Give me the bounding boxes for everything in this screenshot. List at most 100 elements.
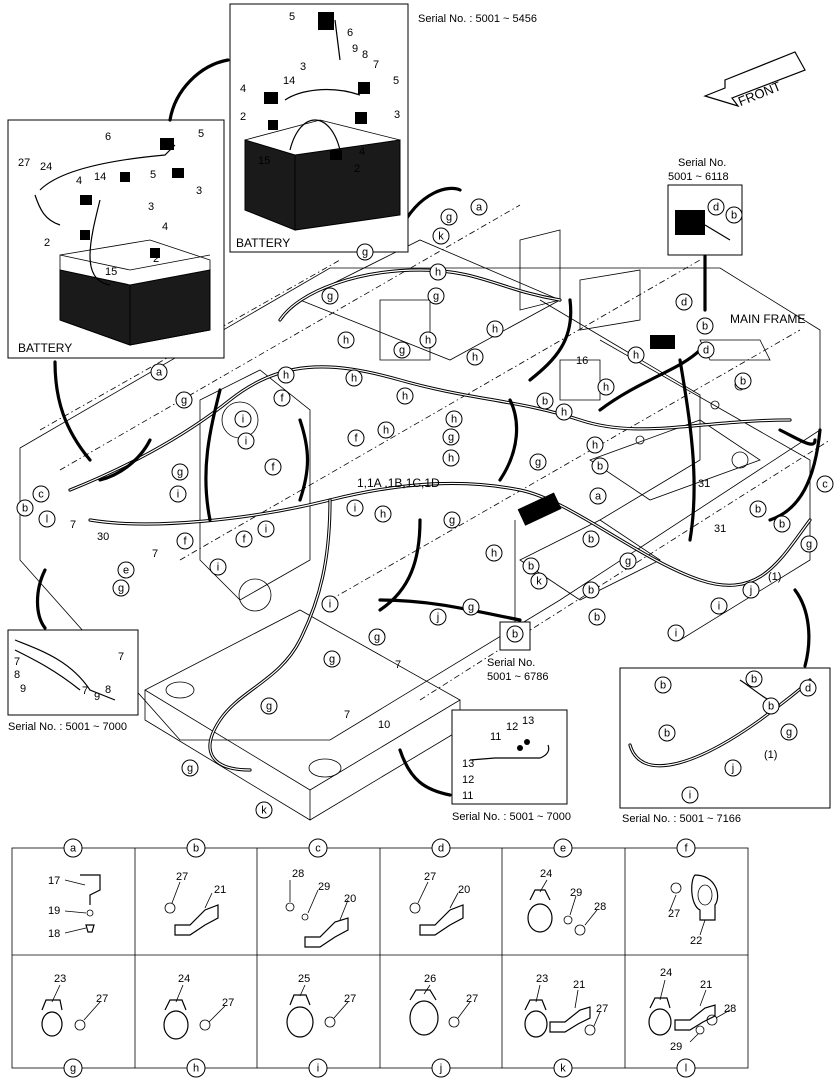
- svg-text:h: h: [425, 335, 431, 347]
- callout-6: 6: [347, 27, 353, 39]
- callout-h: h: [627, 346, 645, 364]
- callout-g: g: [181, 759, 199, 777]
- detail-e: 24 29 28: [527, 868, 606, 936]
- callout-14: 14: [94, 171, 106, 183]
- detail-i: 25 27: [286, 973, 356, 1038]
- callout-b: b: [536, 392, 554, 410]
- callout-a: a: [470, 198, 488, 216]
- callout-5: 5: [393, 75, 399, 87]
- callout-h: h: [466, 348, 484, 366]
- callout-19: 19: [48, 905, 60, 917]
- svg-text:b: b: [740, 376, 746, 388]
- svg-text:k: k: [438, 231, 444, 243]
- svg-text:g: g: [329, 654, 335, 666]
- callout-17: 17: [48, 875, 60, 887]
- svg-text:d: d: [805, 683, 811, 695]
- callout-10: 10: [378, 719, 390, 731]
- callout-e: e: [117, 561, 135, 579]
- svg-text:i: i: [689, 790, 691, 802]
- callout-5: 5: [198, 128, 204, 140]
- svg-text:g: g: [535, 457, 541, 469]
- callout-b: b: [582, 530, 600, 548]
- arrow-line: [168, 58, 230, 122]
- callout-j: j: [742, 581, 760, 599]
- callout-paren1: (1): [764, 749, 777, 761]
- callout-h: h: [555, 403, 573, 421]
- callout-g: g: [356, 243, 374, 261]
- callout-29: 29: [670, 1041, 682, 1053]
- callout-f: f: [235, 530, 253, 548]
- callout-i: i: [346, 499, 364, 517]
- svg-text:b: b: [597, 461, 603, 473]
- svg-text:b: b: [22, 503, 28, 515]
- svg-text:h: h: [283, 370, 289, 382]
- svg-text:b: b: [528, 561, 534, 573]
- svg-text:i: i: [265, 524, 267, 536]
- callout-27: 27: [466, 993, 478, 1005]
- battery-top-label: BATTERY: [236, 236, 290, 250]
- callout-28: 28: [292, 868, 304, 880]
- callout-20: 20: [458, 884, 470, 896]
- callout-h: h: [374, 505, 392, 523]
- callout-11: 11: [462, 790, 473, 802]
- svg-text:j: j: [439, 1063, 442, 1075]
- callout-3: 3: [300, 61, 306, 73]
- svg-text:h: h: [402, 391, 408, 403]
- svg-text:b: b: [588, 534, 594, 546]
- callout-h: h: [486, 320, 504, 338]
- svg-text:g: g: [327, 291, 333, 303]
- callout-a: a: [589, 487, 607, 505]
- callout-11: 11: [490, 731, 501, 743]
- battery-detail-left: BATTERY 6 5 5 3 3 27 24 4 14 4 2 2 15: [7, 119, 225, 359]
- callout-7: 7: [82, 685, 88, 697]
- callout-21: 21: [214, 884, 226, 896]
- callout-12: 12: [462, 774, 474, 786]
- callout-27: 27: [668, 908, 680, 920]
- svg-text:h: h: [435, 267, 441, 279]
- detail-c: 28 29 20: [285, 868, 356, 948]
- wire-harness: [68, 186, 822, 772]
- detail-table: [11, 847, 749, 1069]
- svg-text:h: h: [451, 414, 457, 426]
- detail-right: (1): [619, 667, 831, 809]
- svg-text:d: d: [438, 843, 444, 855]
- battery-left-label: BATTERY: [18, 341, 72, 355]
- callout-5: 5: [289, 11, 295, 23]
- callout-i: i: [234, 410, 252, 428]
- svg-text:e: e: [123, 565, 129, 577]
- callout-22: 22: [690, 935, 702, 947]
- callout-h: h: [442, 449, 460, 467]
- svg-text:f: f: [271, 462, 275, 474]
- svg-text:g: g: [181, 395, 187, 407]
- callout-k: k: [530, 572, 548, 590]
- svg-text:g: g: [177, 467, 183, 479]
- callout-7: 7: [14, 656, 20, 668]
- callout-g: g: [321, 287, 339, 305]
- callout-23: 23: [536, 973, 548, 985]
- callout-h: h: [345, 369, 363, 387]
- svg-text:b: b: [193, 843, 199, 855]
- callout-g: g: [440, 208, 458, 226]
- callout-29: 29: [318, 881, 330, 893]
- callout-3: 3: [196, 185, 202, 197]
- callout-27: 27: [424, 871, 436, 883]
- svg-text:b: b: [664, 728, 670, 740]
- callout-8: 8: [105, 684, 111, 696]
- callout-7: 7: [395, 659, 401, 671]
- callout-i: i: [257, 520, 275, 538]
- svg-text:h: h: [351, 373, 357, 385]
- svg-text:h: h: [561, 407, 567, 419]
- callout-f: f: [347, 429, 365, 447]
- callout-g: g: [619, 552, 637, 570]
- callout-27: 27: [176, 871, 188, 883]
- svg-text:i: i: [217, 562, 219, 574]
- callout-paren1: (1): [768, 571, 781, 583]
- callout-k: k: [432, 227, 450, 245]
- callout-b: b: [186, 838, 206, 858]
- detail-f: 27 22: [668, 874, 719, 947]
- detail-g: 23 27: [41, 973, 108, 1037]
- callout-f: f: [176, 532, 194, 550]
- svg-text:d: d: [703, 345, 709, 357]
- svg-text:g: g: [70, 1063, 76, 1075]
